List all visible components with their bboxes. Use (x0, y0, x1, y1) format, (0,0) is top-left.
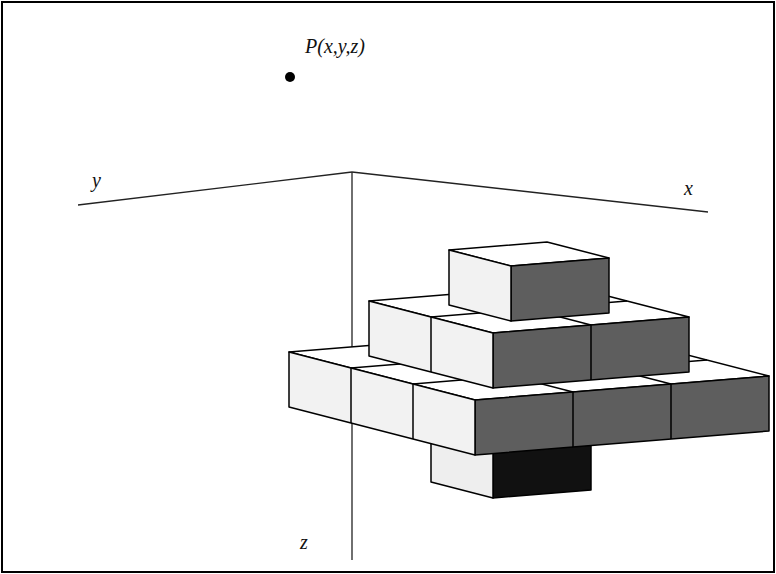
grid-line (350, 368, 352, 423)
dark-face (493, 317, 689, 388)
axis-label: x (684, 178, 693, 198)
grid-line (412, 384, 414, 439)
axis-label: y (92, 170, 101, 190)
x-axis (352, 172, 708, 212)
grid-line (670, 384, 672, 439)
point-p (285, 72, 295, 82)
y-axis (78, 172, 352, 205)
light-face (449, 250, 511, 321)
dark-face (475, 376, 769, 455)
light-face (369, 301, 493, 388)
grid-line (572, 392, 574, 447)
point-label: P(x,y,z) (305, 36, 365, 56)
axis-label: z (300, 532, 308, 552)
grid-line (590, 325, 592, 380)
grid-line (430, 317, 432, 372)
dark-face (511, 258, 609, 321)
